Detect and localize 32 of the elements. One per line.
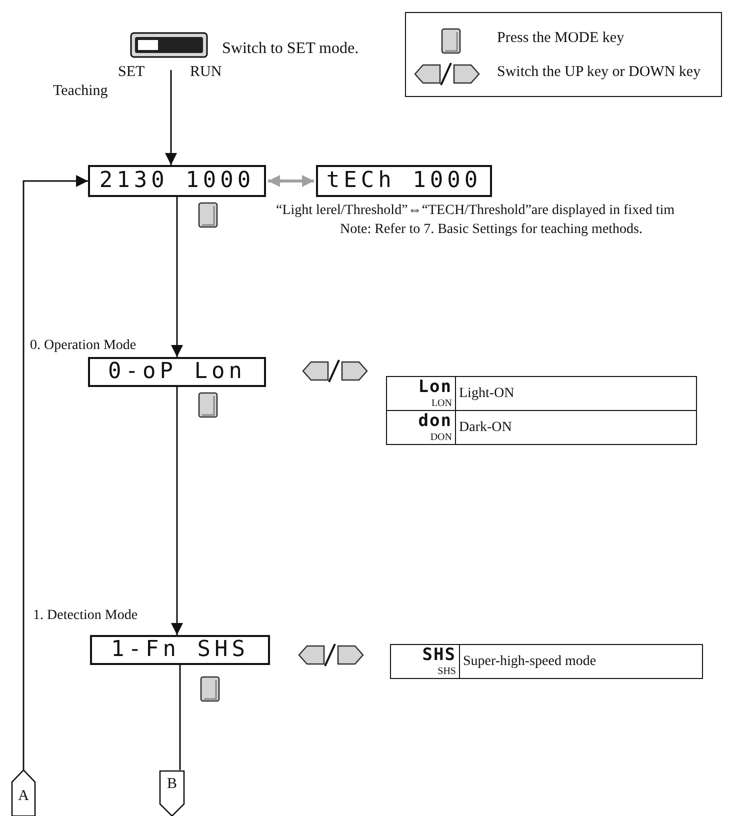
code-caption: SHS	[438, 667, 456, 677]
segment-code: don	[418, 413, 452, 430]
flow-arrow	[171, 387, 183, 635]
step-heading: 1. Detection Mode	[33, 608, 138, 624]
code-caption: LON	[431, 399, 452, 409]
segment-display: 1-Fn SHS	[90, 635, 270, 665]
switch-position-label: RUN	[190, 64, 222, 80]
switch-position-label: SET	[118, 64, 145, 80]
code-caption: DON	[430, 433, 452, 443]
setting-description: Super-high-speed mode	[460, 644, 702, 678]
flow-arrow	[171, 197, 183, 357]
connector-tag: A	[11, 770, 36, 816]
segment-display: 0-oP Lon	[88, 357, 266, 387]
setting-description: Dark-ON	[456, 410, 696, 444]
legend-text: Switch the UP key or DOWN key	[497, 64, 701, 80]
mode-switch-drawing	[130, 32, 208, 58]
flow-arrow	[165, 70, 177, 165]
flow-arrow	[22, 175, 88, 770]
segment-display: tECh 1000	[316, 165, 492, 197]
instruction-text: Switch to SET mode.	[222, 40, 359, 58]
display-note: Note: Refer to 7. Basic Settings for teaching methods.	[340, 222, 642, 238]
connector-line	[179, 665, 181, 770]
segment-code: SHS	[422, 647, 456, 664]
display-note: “Light lerel/Threshold”⇔“TECH/Threshold”are displayed in fixed tim	[276, 203, 674, 218]
mode-label: Teaching	[53, 83, 108, 100]
legend-text: Press the MODE key	[497, 30, 624, 46]
toggle-arrow	[268, 175, 314, 187]
connector-tag: B	[159, 770, 185, 816]
step-heading: 0. Operation Mode	[30, 338, 136, 354]
segment-code: Lon	[418, 379, 452, 396]
segment-display: 2130 1000	[88, 165, 266, 197]
setting-description: Light-ON	[456, 376, 696, 410]
